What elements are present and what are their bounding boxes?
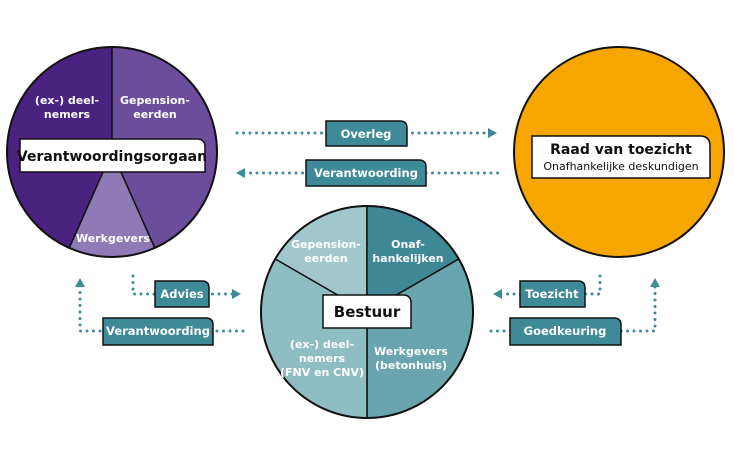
arrow-left-icon	[236, 168, 245, 178]
bestuur-title: Bestuur	[334, 303, 401, 321]
advies-tag	[154, 280, 210, 308]
verantwoordingsorgaan-circle: (ex-) deel- nemers Gepension- eerden Wer…	[6, 46, 218, 258]
raad-van-toezicht-title: Raad van toezicht	[550, 142, 692, 158]
segment-label: (FNV en CNV)	[280, 366, 364, 379]
title-box	[531, 135, 711, 179]
segment-label: nemers	[299, 352, 346, 365]
arrow-right-icon	[488, 128, 497, 138]
verantwoordingsorgaan-title: Verantwoordingsorgaan	[17, 149, 207, 165]
goedkeuring-dotted-line	[489, 284, 657, 333]
circle-outline	[6, 46, 218, 258]
verantwoording-top-tag	[305, 159, 427, 187]
arrow-up-icon	[650, 278, 660, 287]
segment-label: Onaf-	[391, 238, 425, 251]
raad-van-toezicht-subtitle: Onafhankelijke deskundigen	[543, 160, 698, 173]
raad-van-toezicht-circle: Raad van toezicht Onafhankelijke deskund…	[513, 46, 725, 258]
segment-label: eerden	[133, 108, 177, 121]
arrow-right-icon	[232, 289, 241, 299]
segment-label: Gepension-	[291, 238, 361, 251]
segment-label: (ex-) deel-	[290, 338, 354, 351]
toezicht-tag	[519, 280, 586, 308]
segment-label: Werkgevers	[374, 345, 448, 358]
bestuur-circle: Gepension- eerden Onaf- hankelijken Werk…	[260, 205, 474, 419]
circle-outline	[260, 205, 474, 419]
segment-label: hankelijken	[372, 252, 443, 265]
title-box	[322, 294, 412, 329]
advies-label: Advies	[160, 287, 203, 301]
title-box	[19, 138, 206, 173]
segment-label: (ex-) deel-	[35, 94, 99, 107]
segment-label: Gepension-	[120, 94, 190, 107]
relation-tags: Overleg Verantwoording Advies Verantwoor…	[102, 120, 622, 346]
verantwoording-bottom-tag	[102, 317, 214, 346]
segment-label: Werkgevers	[76, 232, 150, 245]
overleg-label: Overleg	[341, 127, 392, 141]
verantwoording-bottom-dotted-line	[78, 284, 245, 333]
segment-label: eerden	[304, 252, 348, 265]
segment-label: (betonhuis)	[375, 359, 447, 372]
goedkeuring-tag	[509, 317, 622, 346]
arrow-up-icon	[75, 278, 85, 287]
goedkeuring-label: Goedkeuring	[524, 324, 607, 338]
toezicht-label: Toezicht	[525, 287, 579, 301]
verantwoording-bottom-label: Verantwoording	[106, 324, 210, 338]
verantwoording-top-label: Verantwoording	[314, 166, 418, 180]
arrow-left-icon	[493, 289, 502, 299]
overleg-tag	[325, 120, 408, 147]
segment-label: nemers	[44, 108, 91, 121]
